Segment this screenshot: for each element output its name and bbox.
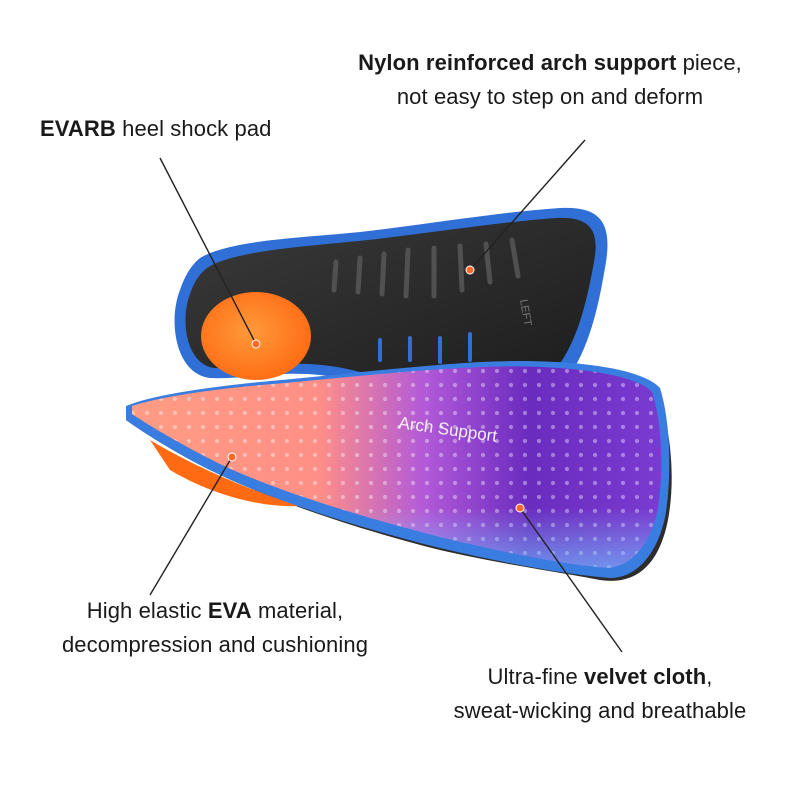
callout-dots <box>227 265 525 513</box>
callout-evarb-line1: EVARB heel shock pad <box>40 112 272 146</box>
callout-velvet-rest: , <box>706 664 713 689</box>
callout-eva-rest: material, <box>251 598 344 623</box>
front-insole: Arch Support <box>126 361 672 581</box>
callout-eva-pre: High elastic <box>86 598 208 623</box>
leader-lines <box>149 139 623 653</box>
leader-line-velvet <box>519 507 623 653</box>
callout-nylon-bold: Nylon reinforced arch support <box>358 50 677 75</box>
front-insole-blue-tint <box>132 366 662 568</box>
callout-eva-line2: decompression and cushioning <box>61 632 369 657</box>
callout-nylon-line2: not easy to step on and deform <box>396 84 704 109</box>
callout-nylon: Nylon reinforced arch support piece, not… <box>300 46 800 114</box>
back-insole-ridges <box>331 237 521 299</box>
callout-nylon-line1: Nylon reinforced arch support piece, <box>300 46 800 80</box>
callout-eva-line1: High elastic EVA material, <box>20 594 410 628</box>
callout-velvet-bold: velvet cloth <box>584 664 707 689</box>
dot-velvet <box>515 503 525 513</box>
callout-velvet-line1: Ultra-fine velvet cloth, <box>400 660 800 694</box>
leader-line-nylon <box>469 139 586 271</box>
callout-nylon-rest: piece, <box>676 50 742 75</box>
dot-nylon <box>465 265 475 275</box>
dot-eva <box>227 452 237 462</box>
callout-evarb-rest: heel shock pad <box>115 116 272 141</box>
leader-line-evarb <box>159 157 257 345</box>
dot-evarb <box>251 339 261 349</box>
callout-velvet-line2: sweat-wicking and breathable <box>453 698 747 723</box>
leader-line-eva <box>149 456 233 596</box>
callout-eva: High elastic EVA material, decompression… <box>20 594 410 662</box>
heel-shock-pad <box>201 292 311 380</box>
side-mark-text: LEFT <box>517 298 534 327</box>
callout-evarb: EVARB heel shock pad <box>40 112 272 146</box>
callout-velvet-pre: Ultra-fine <box>487 664 584 689</box>
back-insole: LEFT <box>174 207 608 405</box>
callout-evarb-bold: EVARB <box>40 116 116 141</box>
back-insole-vent-slots <box>378 332 472 364</box>
callout-eva-bold: EVA <box>207 598 252 623</box>
front-insole-orange-edge <box>150 440 300 507</box>
callout-velvet: Ultra-fine velvet cloth, sweat-wicking a… <box>400 660 800 728</box>
